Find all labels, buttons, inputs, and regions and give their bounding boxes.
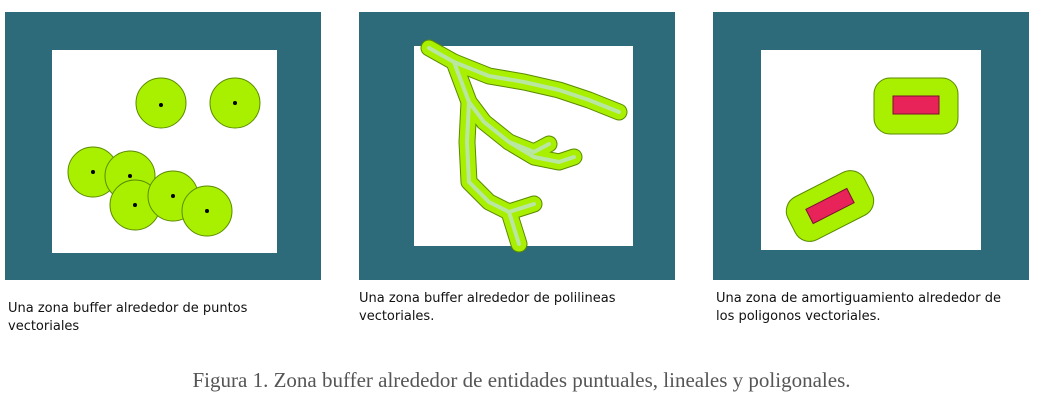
- polyline-buffer-diagram: [359, 12, 675, 280]
- caption-line: Una zona buffer alrededor de polilineas: [359, 291, 616, 306]
- point: [233, 101, 237, 105]
- caption-line: vectoriales: [8, 319, 80, 334]
- polygon-buffer-diagram: [713, 12, 1029, 280]
- point: [128, 174, 132, 178]
- polyline: [465, 100, 521, 246]
- caption-line: los poligonos vectoriales.: [716, 309, 881, 324]
- point-buffer-diagram: [5, 12, 321, 280]
- caption-line: Una zona buffer alrededor de puntos: [8, 301, 248, 316]
- figure-caption: Figura 1. Zona buffer alrededor de entid…: [192, 368, 851, 392]
- panel-polygon-buffers: [713, 12, 1029, 280]
- panel-polyline-buffers: [359, 12, 675, 280]
- point: [205, 209, 209, 213]
- polyline: [507, 140, 551, 154]
- caption-point-buffers: Una zona buffer alrededor de puntos vect…: [8, 300, 328, 336]
- polygon: [805, 187, 855, 225]
- point: [133, 203, 137, 207]
- point: [91, 170, 95, 174]
- caption-line: Una zona de amortiguamiento alrededor de: [716, 291, 1001, 306]
- polyline: [507, 202, 536, 214]
- point: [171, 194, 175, 198]
- panel-point-buffers: [5, 12, 321, 280]
- caption-line: vectoriales.: [359, 309, 435, 324]
- point: [159, 103, 163, 107]
- caption-polyline-buffers: Una zona buffer alrededor de polilineas …: [359, 290, 699, 326]
- caption-polygon-buffers: Una zona de amortiguamiento alrededor de…: [716, 290, 1036, 326]
- polygon: [892, 95, 940, 115]
